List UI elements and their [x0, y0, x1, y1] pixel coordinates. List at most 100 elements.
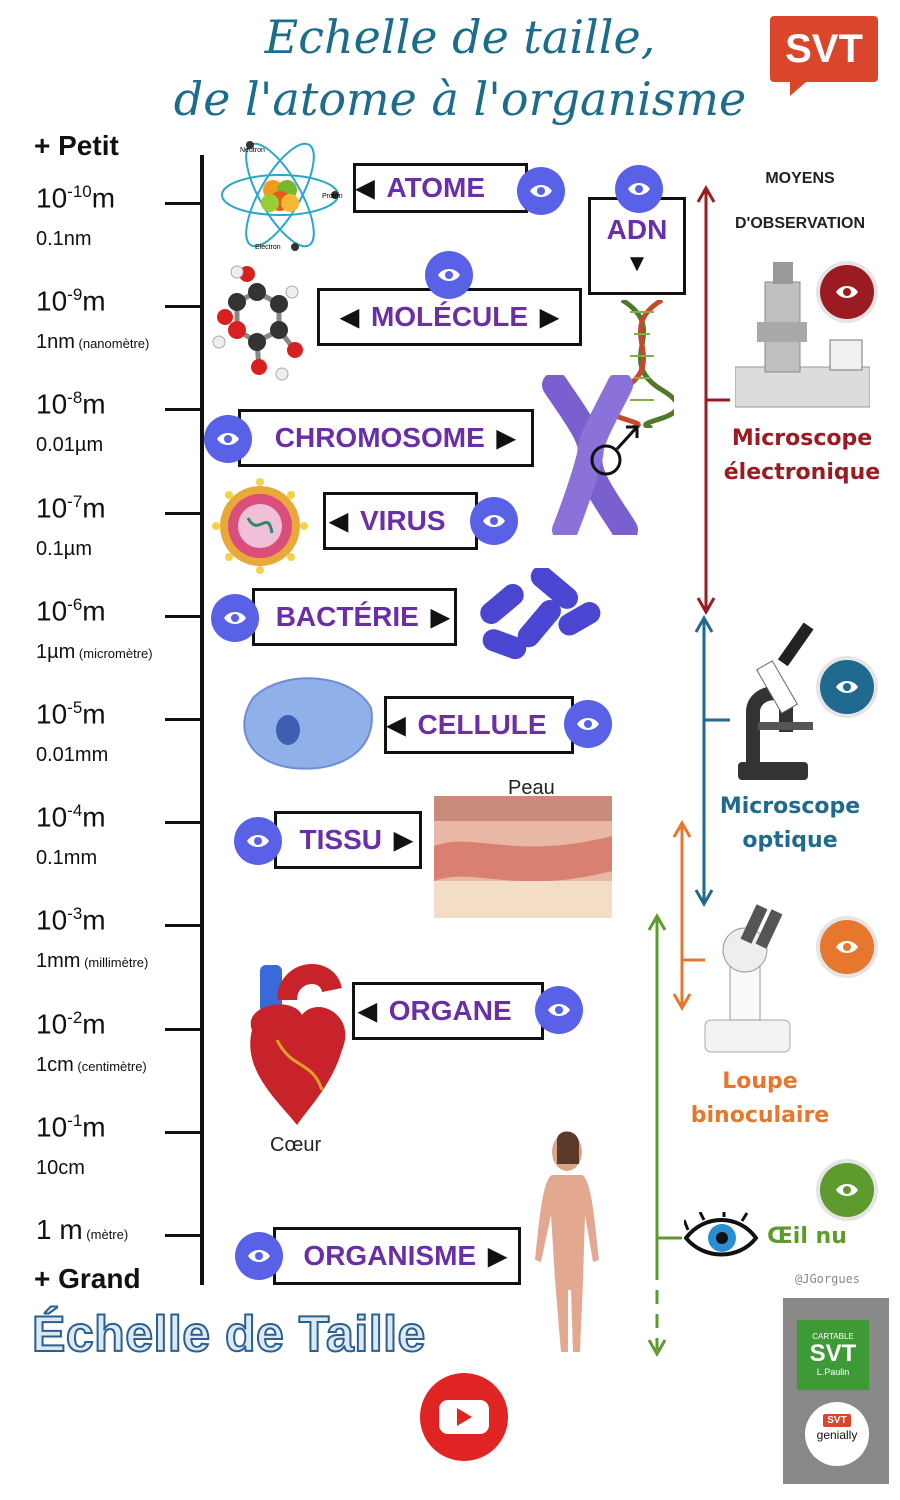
- scale-tick: [165, 615, 203, 618]
- organism-image: [535, 1131, 599, 1352]
- binocular-label: Loupe binoculaire: [680, 1065, 840, 1133]
- down-arrow-icon: ▼: [625, 250, 649, 277]
- scale-power-exponent: -2: [67, 1008, 83, 1027]
- left-arrow-icon: ◀: [387, 711, 406, 739]
- scale-power-label: 10-6m: [36, 595, 106, 627]
- scale-unit-label: 1cm (centimètre): [36, 1054, 147, 1077]
- skin-label: Peau: [508, 777, 555, 799]
- svt-logo: SVT: [770, 16, 878, 96]
- naked-eye-image: [684, 1212, 758, 1257]
- scale-power-unit: m: [82, 492, 106, 524]
- atom-image: [221, 141, 339, 251]
- label-adn[interactable]: ADN▼: [588, 197, 686, 295]
- optical-microscope-eye-icon[interactable]: [820, 660, 874, 714]
- label-atome[interactable]: ◀ATOME: [353, 163, 528, 213]
- scale-tick: [165, 1028, 203, 1031]
- scale-power-exponent: -6: [67, 595, 83, 614]
- scale-tick: [165, 1131, 203, 1134]
- scale-unit-label: 0.01mm: [36, 744, 108, 767]
- scale-power-base: 10: [36, 1111, 68, 1143]
- view-organe-eye-icon[interactable]: [535, 986, 583, 1034]
- eye-glyph: [483, 515, 505, 527]
- scale-power-base: 10: [36, 388, 68, 420]
- view-chromosome-eye-icon[interactable]: [204, 415, 252, 463]
- scale-power-exponent: -7: [67, 492, 83, 511]
- scale-power-unit: m: [82, 1008, 106, 1040]
- atom-proton-label: Proton: [322, 193, 343, 200]
- scale-tick: [165, 202, 203, 205]
- view-molecule-eye-icon[interactable]: [425, 251, 473, 299]
- view-virus-eye-icon[interactable]: [470, 497, 518, 545]
- scale-unit-note: (centimètre): [73, 1059, 147, 1074]
- scale-tick: [165, 512, 203, 515]
- scale-unit-value: 10cm: [36, 1157, 85, 1179]
- label-chromosome[interactable]: CHROMOSOME▶: [238, 409, 534, 467]
- scale-tick: [165, 1234, 203, 1237]
- label-organisme[interactable]: ORGANISME▶: [273, 1227, 521, 1285]
- right-arrow-icon: ▶: [430, 603, 450, 631]
- view-cellule-eye-icon[interactable]: [564, 700, 612, 748]
- play-icon: [439, 1400, 489, 1434]
- atom-neutron-label: Neutron: [240, 147, 265, 154]
- scale-unit-value: 0.1µm: [36, 538, 92, 560]
- scale-power-label: 10-2m: [36, 1008, 106, 1040]
- scale-power-label: 10-8m: [36, 388, 106, 420]
- eye-glyph: [217, 433, 239, 445]
- heart-label: Cœur: [270, 1134, 322, 1156]
- scale-power-label: 10-4m: [36, 801, 106, 833]
- scale-power-base: 10: [36, 182, 68, 214]
- bottom-title: Échelle de Taille: [31, 1305, 426, 1363]
- naked-eye-eye-icon[interactable]: [820, 1163, 874, 1217]
- scale-power-label: 1 m (mètre): [36, 1214, 128, 1246]
- scale-top-label: + Petit: [34, 130, 119, 161]
- youtube-button[interactable]: [420, 1373, 508, 1461]
- bacteria-image: [480, 568, 601, 660]
- scale-power-base: 10: [36, 1008, 68, 1040]
- label-cellule[interactable]: ◀CELLULE: [384, 696, 574, 754]
- view-tissu-eye-icon[interactable]: [234, 817, 282, 865]
- electron-microscope-eye-icon[interactable]: [820, 265, 874, 319]
- eye-glyph: [628, 183, 650, 195]
- scale-unit-value: 0.1mm: [36, 847, 98, 869]
- cartable-big-text: SVT: [809, 1340, 857, 1367]
- scale-unit-label: 1µm (micromètre): [36, 641, 153, 664]
- scale-power-unit: m: [82, 388, 106, 420]
- electron-microscope-image: [735, 262, 870, 408]
- view-adn-eye-icon[interactable]: [615, 165, 663, 213]
- label-virus[interactable]: ◀VIRUS: [323, 492, 478, 550]
- view-organisme-eye-icon[interactable]: [235, 1232, 283, 1280]
- scale-power-base: 10: [36, 492, 68, 524]
- title-line-1: Echelle de taille,: [264, 10, 656, 64]
- skin-tissue-image: [434, 796, 612, 918]
- label-bacterie[interactable]: BACTÉRIE▶: [252, 588, 457, 646]
- binocular-label-line1: Loupe: [722, 1069, 798, 1094]
- eye-glyph: [836, 681, 858, 693]
- electron-microscope-label-line2: électronique: [723, 460, 881, 485]
- genially-logo[interactable]: SVT genially: [805, 1402, 869, 1466]
- label-tissu[interactable]: TISSU▶: [274, 811, 422, 869]
- electron-microscope-label: Microscope électronique: [722, 422, 882, 490]
- eye-glyph: [530, 185, 552, 197]
- cartable-panel[interactable]: CARTABLE SVT L.Paulin SVT genially: [783, 1298, 889, 1484]
- naked-eye-label: Œil nu: [767, 1224, 847, 1249]
- observation-title-2: D'OBSERVATION: [734, 215, 866, 232]
- scale-power-base: 10: [36, 595, 68, 627]
- heart-image: [250, 964, 346, 1125]
- binocular-eye-icon[interactable]: [820, 920, 874, 974]
- scale-power-label: 10-9m: [36, 285, 106, 317]
- cartable-svt-logo[interactable]: CARTABLE SVT L.Paulin: [797, 1320, 869, 1390]
- electron-microscope-label-line1: Microscope: [731, 426, 873, 451]
- scale-unit-value: 0.01µm: [36, 434, 104, 456]
- view-atome-eye-icon[interactable]: [517, 167, 565, 215]
- chromosome-image: [542, 375, 639, 535]
- label-organe[interactable]: ◀ORGANE: [352, 982, 544, 1040]
- left-arrow-icon: ◀: [356, 174, 375, 202]
- scale-power-exponent: -8: [67, 388, 83, 407]
- scale-unit-label: 0.1mm: [36, 847, 97, 870]
- binocular-label-line2: binoculaire: [690, 1103, 830, 1128]
- eye-glyph: [224, 612, 246, 624]
- scale-power-unit: m: [82, 285, 106, 317]
- view-bacterie-eye-icon[interactable]: [211, 594, 259, 642]
- scale-power-label: 10-5m: [36, 698, 106, 730]
- scale-power-unit: m: [82, 595, 106, 627]
